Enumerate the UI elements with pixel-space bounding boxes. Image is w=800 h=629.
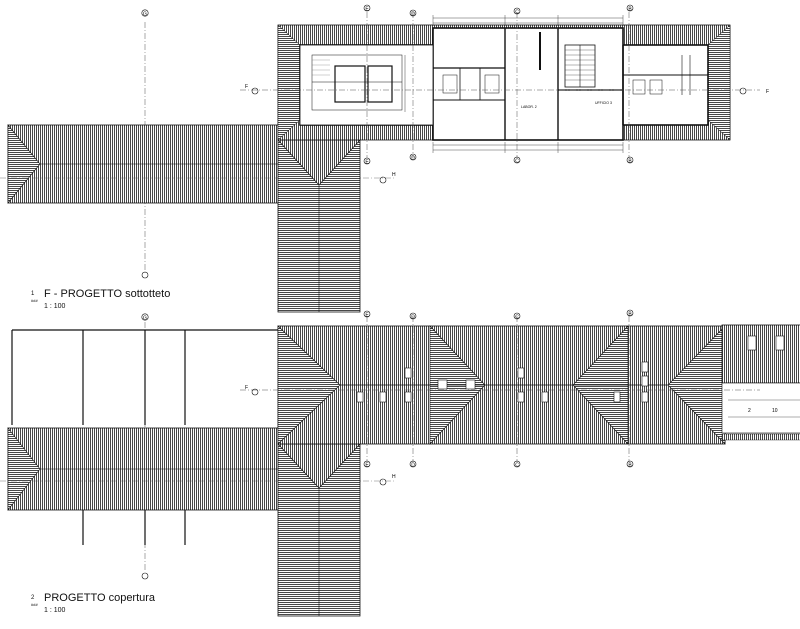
grid-marker-f-1: F F — [245, 84, 769, 95]
drawing-2-roof-plan: G H — [0, 309, 800, 617]
svg-text:G: G — [143, 316, 147, 322]
drawing-1-plan: G H — [0, 4, 769, 313]
svg-text:E: E — [365, 7, 369, 13]
grid-marker-h-2: H — [379, 474, 396, 486]
drawing-1-title: F - PROGETTO sottotteto — [44, 288, 171, 300]
svg-text:C: C — [515, 159, 519, 165]
svg-text:C: C — [515, 315, 519, 321]
svg-text:F: F — [766, 89, 769, 95]
grid-marker-f-2: F — [245, 385, 259, 396]
svg-text:B: B — [628, 463, 632, 469]
left-roof-wing-2 — [7, 427, 301, 511]
svg-text:2: 2 — [748, 408, 751, 414]
room-label-large: LABOR. 2 — [521, 105, 537, 109]
drawing-2-title: PROGETTO copertura — [44, 592, 156, 604]
svg-text:B: B — [628, 312, 632, 318]
grid-marker-g-bottom-2 — [141, 572, 149, 580]
drawing-2-caption: 2### PROGETTO copertura 1 : 100 — [31, 592, 156, 614]
svg-text:D: D — [411, 156, 415, 162]
svg-text:F: F — [245, 84, 248, 90]
svg-text:C: C — [515, 463, 519, 469]
svg-text:E: E — [365, 313, 369, 319]
connector-roof-wing — [277, 139, 361, 313]
svg-text:D: D — [411, 315, 415, 321]
grid-marker-h-1: H — [379, 172, 396, 184]
grid-markers-top-1: E D C B — [363, 4, 634, 18]
svg-text:F: F — [245, 385, 248, 391]
drawing-1-number: 1### — [31, 291, 38, 303]
svg-text:B: B — [628, 159, 632, 165]
grid-markers-bottom-2: E D C B — [363, 460, 634, 469]
drawing-2-scale: 1 : 100 — [44, 607, 66, 614]
grid-markers-top-2: E D C B — [363, 309, 634, 321]
svg-text:D: D — [411, 12, 415, 18]
grid-marker-g-top-2: G — [141, 313, 149, 322]
left-roof-wing — [7, 124, 301, 204]
main-roof-2 — [277, 325, 726, 445]
canopy-frame — [11, 329, 278, 545]
svg-text:D: D — [411, 463, 415, 469]
grid-marker-g-top: G — [141, 9, 149, 18]
svg-text:10: 10 — [772, 408, 778, 414]
svg-text:H: H — [392, 474, 396, 480]
room-label-right: UFFICIO 3 — [595, 101, 612, 105]
attic-floor-plan: LABOR. 2 UFFICIO 3 — [299, 27, 709, 141]
svg-text:C: C — [515, 10, 519, 16]
svg-text:E: E — [365, 463, 369, 469]
right-annex: 2 10 — [721, 324, 800, 441]
drawing-1-caption: 1### F - PROGETTO sottotteto 1 : 100 — [31, 288, 171, 310]
drawing-2-number: 2### — [31, 595, 38, 607]
grid-markers-bottom-1: E D C B — [363, 153, 634, 166]
drawing-1-scale: 1 : 100 — [44, 303, 66, 310]
svg-text:B: B — [628, 7, 632, 13]
skylights — [356, 361, 649, 403]
svg-text:G: G — [143, 12, 147, 18]
grid-marker-g-bottom — [141, 271, 149, 279]
dimension-lines — [432, 15, 624, 153]
svg-text:H: H — [392, 172, 396, 178]
connector-roof-wing-2 — [277, 443, 361, 617]
svg-text:E: E — [365, 160, 369, 166]
